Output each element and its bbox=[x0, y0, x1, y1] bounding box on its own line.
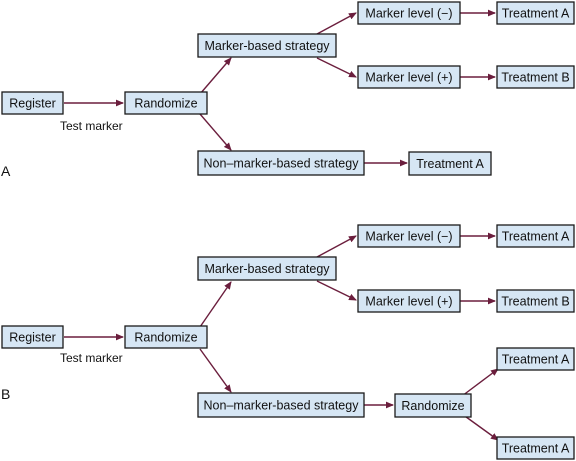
second-treatment-a-top-box: Treatment A bbox=[496, 347, 575, 371]
marker-pos-box: Marker level (+) bbox=[357, 289, 461, 313]
second-treatment-a-bottom-label: Treatment A bbox=[502, 442, 570, 456]
marker-strategy-box: Marker-based strategy bbox=[197, 256, 337, 281]
treatment-a-box: Treatment A bbox=[496, 1, 575, 25]
marker-pos-label: Marker level (+) bbox=[365, 295, 452, 309]
randomize-label: Randomize bbox=[134, 331, 197, 345]
randomize-box: Randomize bbox=[124, 91, 208, 115]
arrow-randomize-to-marker-strategy-b bbox=[199, 281, 232, 328]
panel-a: Register Randomize Marker-based strategy… bbox=[1, 1, 575, 179]
panel-a-label: A bbox=[1, 163, 11, 179]
arrow-second-randomize-to-treatment-a-bottom bbox=[461, 413, 499, 441]
arrow-randomize-to-non-marker-strategy-b bbox=[199, 348, 232, 393]
marker-neg-box: Marker level (−) bbox=[357, 224, 461, 248]
marker-strategy-label: Marker-based strategy bbox=[204, 39, 330, 53]
non-marker-strategy-box: Non–marker-based strategy bbox=[197, 392, 365, 418]
treatment-a-label: Treatment A bbox=[502, 230, 570, 244]
arrow-randomize-to-marker-strategy-a bbox=[199, 57, 232, 95]
arrow-marker-strategy-to-marker-pos-b bbox=[316, 280, 357, 301]
marker-neg-box: Marker level (−) bbox=[357, 1, 461, 25]
test-marker-label: Test marker bbox=[60, 351, 123, 365]
arrow-second-randomize-to-treatment-a-top bbox=[461, 368, 499, 397]
arrow-marker-strategy-to-marker-neg-a bbox=[316, 12, 357, 35]
register-label: Register bbox=[9, 331, 56, 345]
treatment-b-box: Treatment B bbox=[496, 289, 575, 313]
marker-neg-label: Marker level (−) bbox=[365, 230, 452, 244]
arrow-marker-strategy-to-marker-neg-b bbox=[316, 235, 357, 258]
second-treatment-a-bottom-box: Treatment A bbox=[496, 436, 575, 460]
second-randomize-label: Randomize bbox=[401, 399, 464, 413]
non-marker-strategy-box: Non–marker-based strategy bbox=[197, 150, 365, 176]
non-marker-treatment-a-box: Treatment A bbox=[408, 151, 492, 176]
non-marker-strategy-label: Non–marker-based strategy bbox=[204, 399, 360, 413]
arrow-marker-strategy-to-marker-pos-a bbox=[316, 57, 357, 78]
treatment-b-box: Treatment B bbox=[496, 65, 575, 89]
treatment-a-label: Treatment A bbox=[502, 7, 570, 21]
treatment-a-box: Treatment A bbox=[496, 224, 575, 248]
marker-pos-box: Marker level (+) bbox=[357, 65, 461, 89]
non-marker-treatment-a-label: Treatment A bbox=[416, 157, 484, 171]
register-box: Register bbox=[1, 325, 64, 349]
panel-b-label: B bbox=[1, 386, 10, 402]
panel-b: Register Randomize Marker-based strategy… bbox=[1, 224, 575, 460]
marker-strategy-label: Marker-based strategy bbox=[204, 262, 330, 276]
second-randomize-box: Randomize bbox=[394, 393, 472, 418]
marker-strategy-box: Marker-based strategy bbox=[197, 33, 337, 58]
arrow-randomize-to-non-marker-strategy-a bbox=[199, 113, 232, 151]
test-marker-label: Test marker bbox=[60, 119, 123, 133]
treatment-b-label: Treatment B bbox=[501, 71, 569, 85]
register-label: Register bbox=[9, 97, 56, 111]
register-box: Register bbox=[1, 91, 64, 115]
non-marker-strategy-label: Non–marker-based strategy bbox=[204, 157, 360, 171]
second-treatment-a-top-label: Treatment A bbox=[502, 353, 570, 367]
marker-pos-label: Marker level (+) bbox=[365, 71, 452, 85]
randomize-box: Randomize bbox=[124, 325, 208, 349]
treatment-b-label: Treatment B bbox=[501, 295, 569, 309]
marker-neg-label: Marker level (−) bbox=[365, 7, 452, 21]
randomize-label: Randomize bbox=[134, 97, 197, 111]
